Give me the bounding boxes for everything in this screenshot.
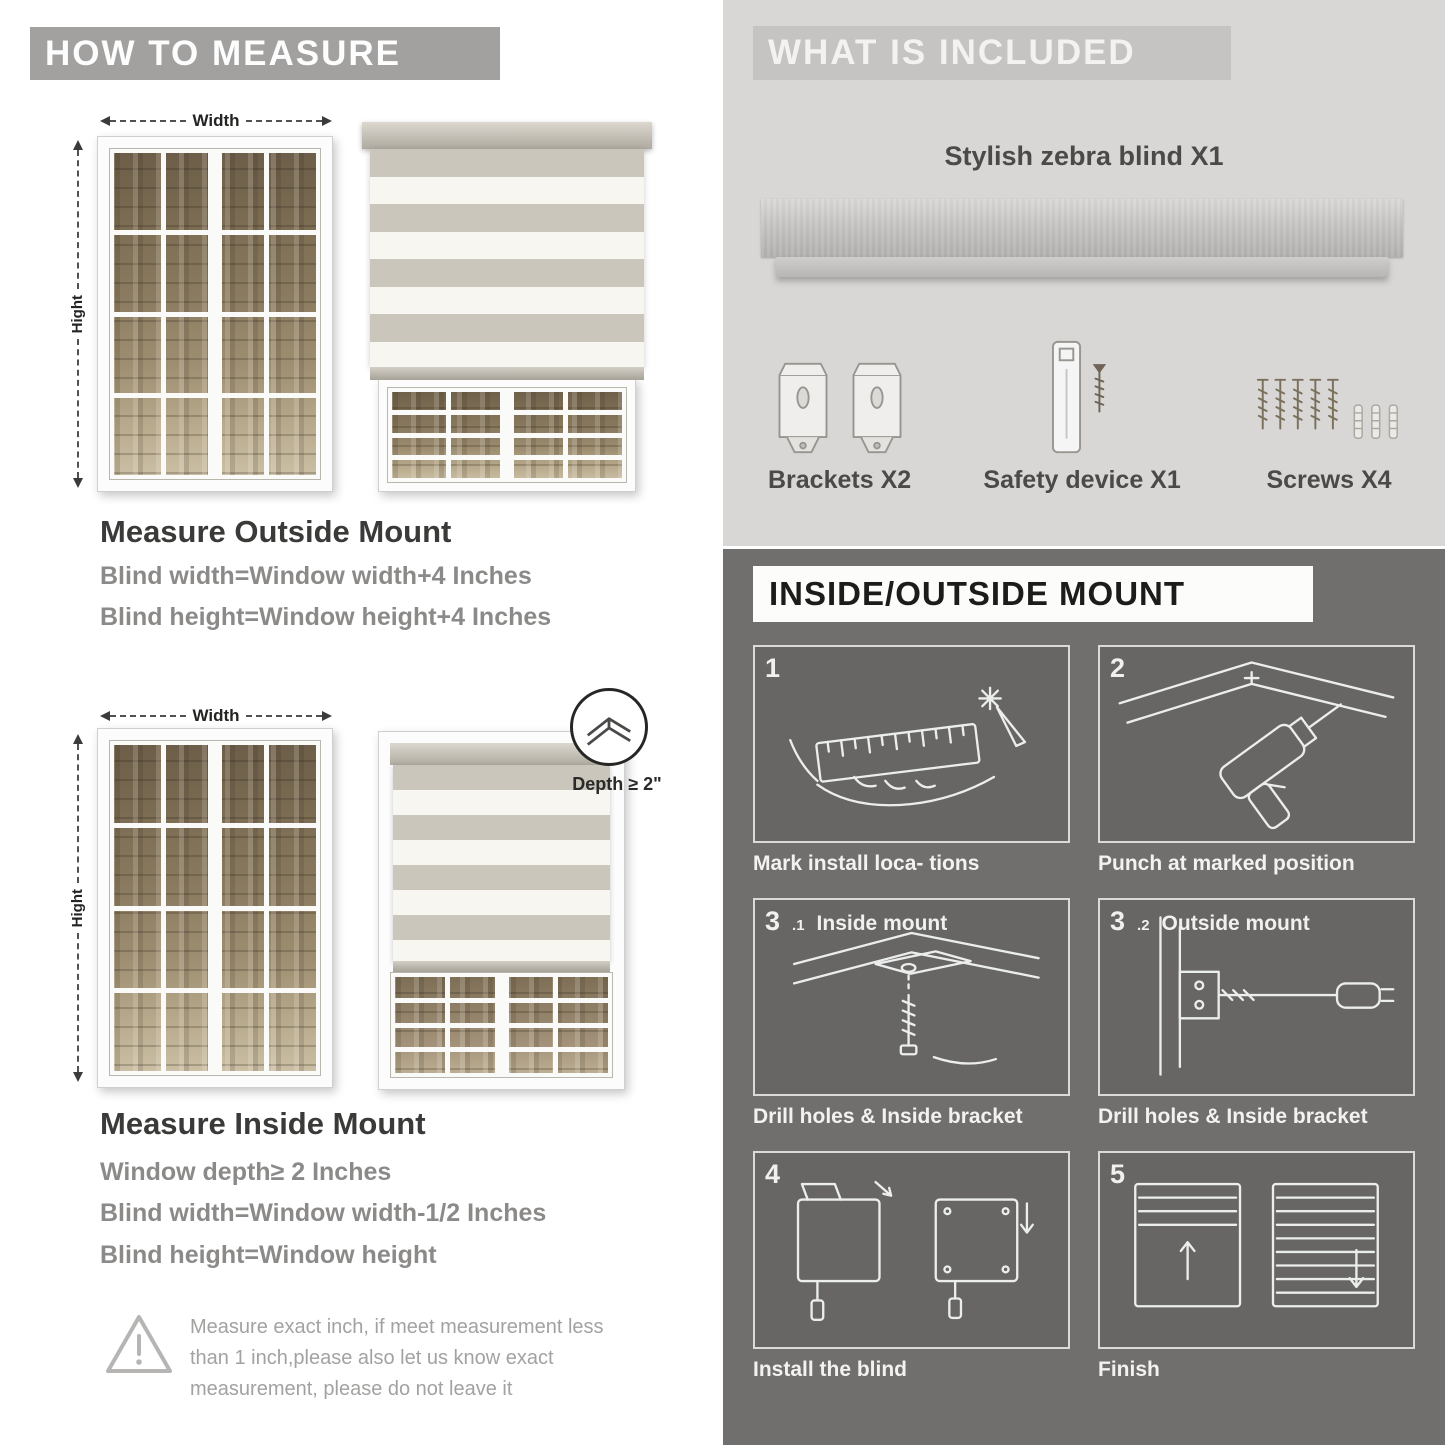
- blind-headrail: [362, 122, 652, 149]
- mark-locations-art: [789, 686, 1027, 807]
- step-caption: Drill holes & Inside bracket: [753, 1105, 1023, 1128]
- how-to-measure-section: HOW TO MEASURE Width Hight: [0, 0, 712, 1445]
- outside-height-formula: Blind height=Window height+4 Inches: [100, 603, 552, 631]
- inside-depth-formula: Window depth≥ 2 Inches: [100, 1158, 392, 1186]
- headrail-illustration: [761, 199, 1403, 277]
- outside-bracket-art: [1159, 916, 1395, 1076]
- window-behind-blind: [378, 378, 636, 492]
- zebra-blind-inside-illustration: [378, 731, 625, 1090]
- item-label: Brackets X2: [768, 466, 912, 494]
- included-item-screws: Screws X4: [1253, 336, 1405, 495]
- step-install-blind: 4: [753, 1151, 1070, 1382]
- arrow-up-icon: [72, 734, 83, 744]
- step-punch-position: 2: [1098, 645, 1415, 876]
- headrail-cassette: [761, 199, 1403, 257]
- included-item-safety-device: Safety device X1: [983, 336, 1181, 495]
- included-items-row: Brackets X2: [768, 336, 1405, 495]
- arrow-left-icon: [100, 711, 110, 721]
- bracket-icon: [778, 362, 828, 454]
- step-caption: Finish: [1098, 1358, 1160, 1381]
- height-label: Hight: [69, 294, 86, 334]
- what-is-included-section: WHAT IS INCLUDED Stylish zebra blind X1: [723, 0, 1445, 546]
- window-glass: [109, 148, 321, 480]
- step-panel: 3 .1 Inside mount: [753, 898, 1070, 1096]
- finish-art: [1134, 1182, 1379, 1308]
- step-panel: 3 .2 Outside mount: [1098, 898, 1415, 1096]
- outside-mount-title: Measure Outside Mount: [100, 514, 452, 549]
- outside-width-formula: Blind width=Window width+4 Inches: [100, 562, 532, 590]
- arrow-down-icon: [72, 1072, 83, 1083]
- step-number: 3: [765, 906, 781, 936]
- arrow-right-icon: [322, 711, 332, 721]
- window-glass: [390, 972, 613, 1078]
- step-number: 3: [1110, 906, 1126, 936]
- zebra-blind-outside-illustration: [362, 122, 652, 492]
- zebra-stripes: [370, 149, 644, 367]
- drill-art: [1118, 661, 1395, 830]
- step-panel: 1: [753, 645, 1070, 843]
- step-number: 4: [765, 1159, 781, 1189]
- width-dimension-arrow: Width: [100, 706, 332, 726]
- depth-label: Depth ≥ 2": [572, 774, 662, 794]
- measurement-note: Measure exact inch, if meet measurement …: [104, 1312, 644, 1405]
- mount-steps-grid: 1: [753, 645, 1415, 1382]
- item-label: Screws X4: [1266, 466, 1392, 494]
- step-inside-mount-bracket: 3 .1 Inside mount: [753, 898, 1070, 1129]
- inside-mount-title: Measure Inside Mount: [100, 1106, 426, 1141]
- inside-width-formula: Blind width=Window width-1/2 Inches: [100, 1199, 547, 1227]
- how-to-measure-banner: HOW TO MEASURE: [30, 27, 500, 80]
- step-label: Inside mount: [816, 912, 948, 935]
- frame-corner-zoom-icon: [586, 717, 631, 746]
- height-dimension-arrow: Hight: [69, 734, 86, 1083]
- warning-triangle-icon: [106, 1315, 172, 1373]
- step-label: Outside mount: [1161, 912, 1310, 935]
- step-mark-locations: 1: [753, 645, 1070, 876]
- item-label: Safety device X1: [983, 466, 1181, 494]
- arrow-down-icon: [72, 478, 83, 489]
- bracket-icon: [852, 362, 902, 454]
- blind-bottomrail: [370, 367, 644, 380]
- step-finish: 5 Finish: [1098, 1151, 1415, 1382]
- zebra-blind-label: Stylish zebra blind X1: [944, 141, 1224, 171]
- height-label: Hight: [69, 888, 86, 928]
- step-caption: Install the blind: [753, 1358, 908, 1381]
- step-caption: Punch at marked position: [1098, 852, 1355, 875]
- arrow-left-icon: [100, 116, 110, 126]
- step-caption: Drill holes & Inside bracket: [1098, 1105, 1368, 1128]
- width-dimension-arrow: Width: [100, 111, 332, 131]
- width-label: Width: [192, 706, 240, 725]
- step-number: 1: [765, 653, 781, 683]
- step-number: 5: [1110, 1159, 1126, 1189]
- step-panel: 2: [1098, 645, 1415, 843]
- blind-headrail: [390, 743, 613, 765]
- arrow-up-icon: [72, 140, 83, 150]
- zebra-stripes: [393, 765, 610, 961]
- note-text: Measure exact inch, if meet measurement …: [190, 1316, 604, 1400]
- headrail-valance: [776, 257, 1388, 277]
- height-dimension-arrow: Hight: [69, 140, 86, 489]
- window-muntins: [110, 741, 320, 1075]
- mount-instructions-section: INSIDE/OUTSIDE MOUNT 1: [723, 549, 1445, 1445]
- window-illustration-outside: [97, 136, 333, 492]
- inside-height-formula: Blind height=Window height: [100, 1241, 437, 1269]
- window-muntins: [110, 149, 320, 479]
- arrow-right-icon: [322, 116, 332, 126]
- included-item-brackets: Brackets X2: [768, 336, 911, 495]
- width-label: Width: [192, 111, 240, 130]
- what-is-included-banner: WHAT IS INCLUDED: [753, 26, 1231, 80]
- depth-magnifier: [570, 688, 648, 766]
- step-panel: 4: [753, 1151, 1070, 1349]
- inside-outside-mount-banner: INSIDE/OUTSIDE MOUNT: [753, 566, 1313, 622]
- step-number: 2: [1110, 653, 1126, 683]
- window-illustration-inside: [97, 728, 333, 1088]
- blind-bottomrail: [393, 961, 610, 972]
- install-blind-art: [796, 1180, 1034, 1322]
- inside-bracket-art: [792, 931, 1040, 1065]
- safety-device-icon: [1052, 340, 1107, 454]
- step-outside-mount-bracket: 3 .2 Outside mount: [1098, 898, 1415, 1129]
- step-caption: Mark install loca- tions: [753, 852, 980, 875]
- step-panel: 5: [1098, 1151, 1415, 1349]
- screws-icon: [1256, 378, 1398, 440]
